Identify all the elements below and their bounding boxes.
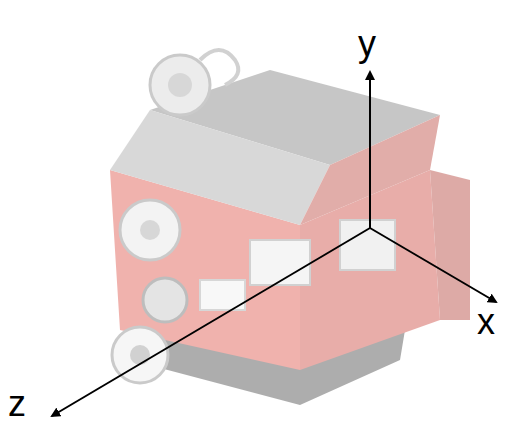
axis-label: x	[477, 304, 495, 340]
coordinate-axes	[52, 72, 496, 416]
y-axis	[369, 72, 371, 228]
x-axis	[370, 228, 496, 302]
z-axis	[52, 228, 370, 416]
axis-label: y	[358, 26, 376, 62]
axis-label: z	[8, 386, 26, 422]
engine-body	[110, 50, 470, 405]
